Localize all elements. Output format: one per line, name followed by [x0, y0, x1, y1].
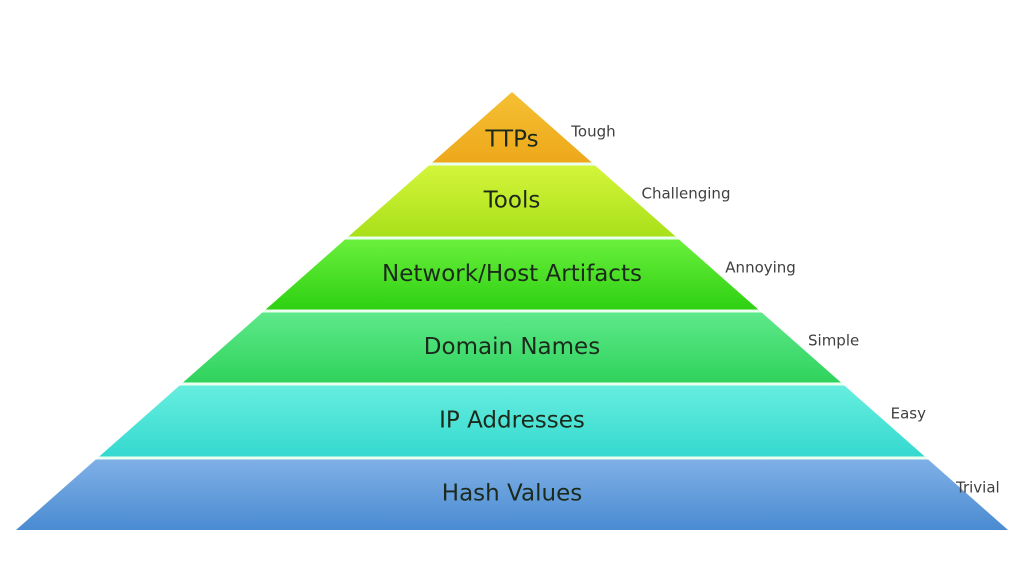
tier-tools — [348, 165, 676, 237]
tier-label-ttps: TTPs — [484, 127, 538, 153]
tier-domain-names — [183, 312, 841, 383]
difficulty-label-tough: Tough — [570, 123, 615, 141]
difficulty-label-simple: Simple — [808, 332, 859, 350]
tier-label-ip-addresses: IP Addresses — [439, 408, 585, 434]
tier-label-domain-names: Domain Names — [424, 334, 600, 360]
difficulty-label-easy: Easy — [891, 405, 926, 423]
tiers-layer — [16, 92, 1008, 530]
tier-label-tools: Tools — [483, 188, 541, 214]
tier-hash-values — [16, 459, 1008, 530]
difficulty-label-annoying: Annoying — [725, 259, 796, 277]
tier-network-host-artifacts — [265, 239, 759, 310]
tier-label-hash-values: Hash Values — [442, 481, 582, 507]
tier-ttps — [432, 92, 592, 163]
difficulty-label-challenging: Challenging — [642, 185, 731, 203]
tier-ip-addresses — [99, 385, 925, 457]
difficulty-label-trivial: Trivial — [955, 479, 1000, 497]
tier-label-network-host-artifacts: Network/Host Artifacts — [382, 261, 642, 287]
